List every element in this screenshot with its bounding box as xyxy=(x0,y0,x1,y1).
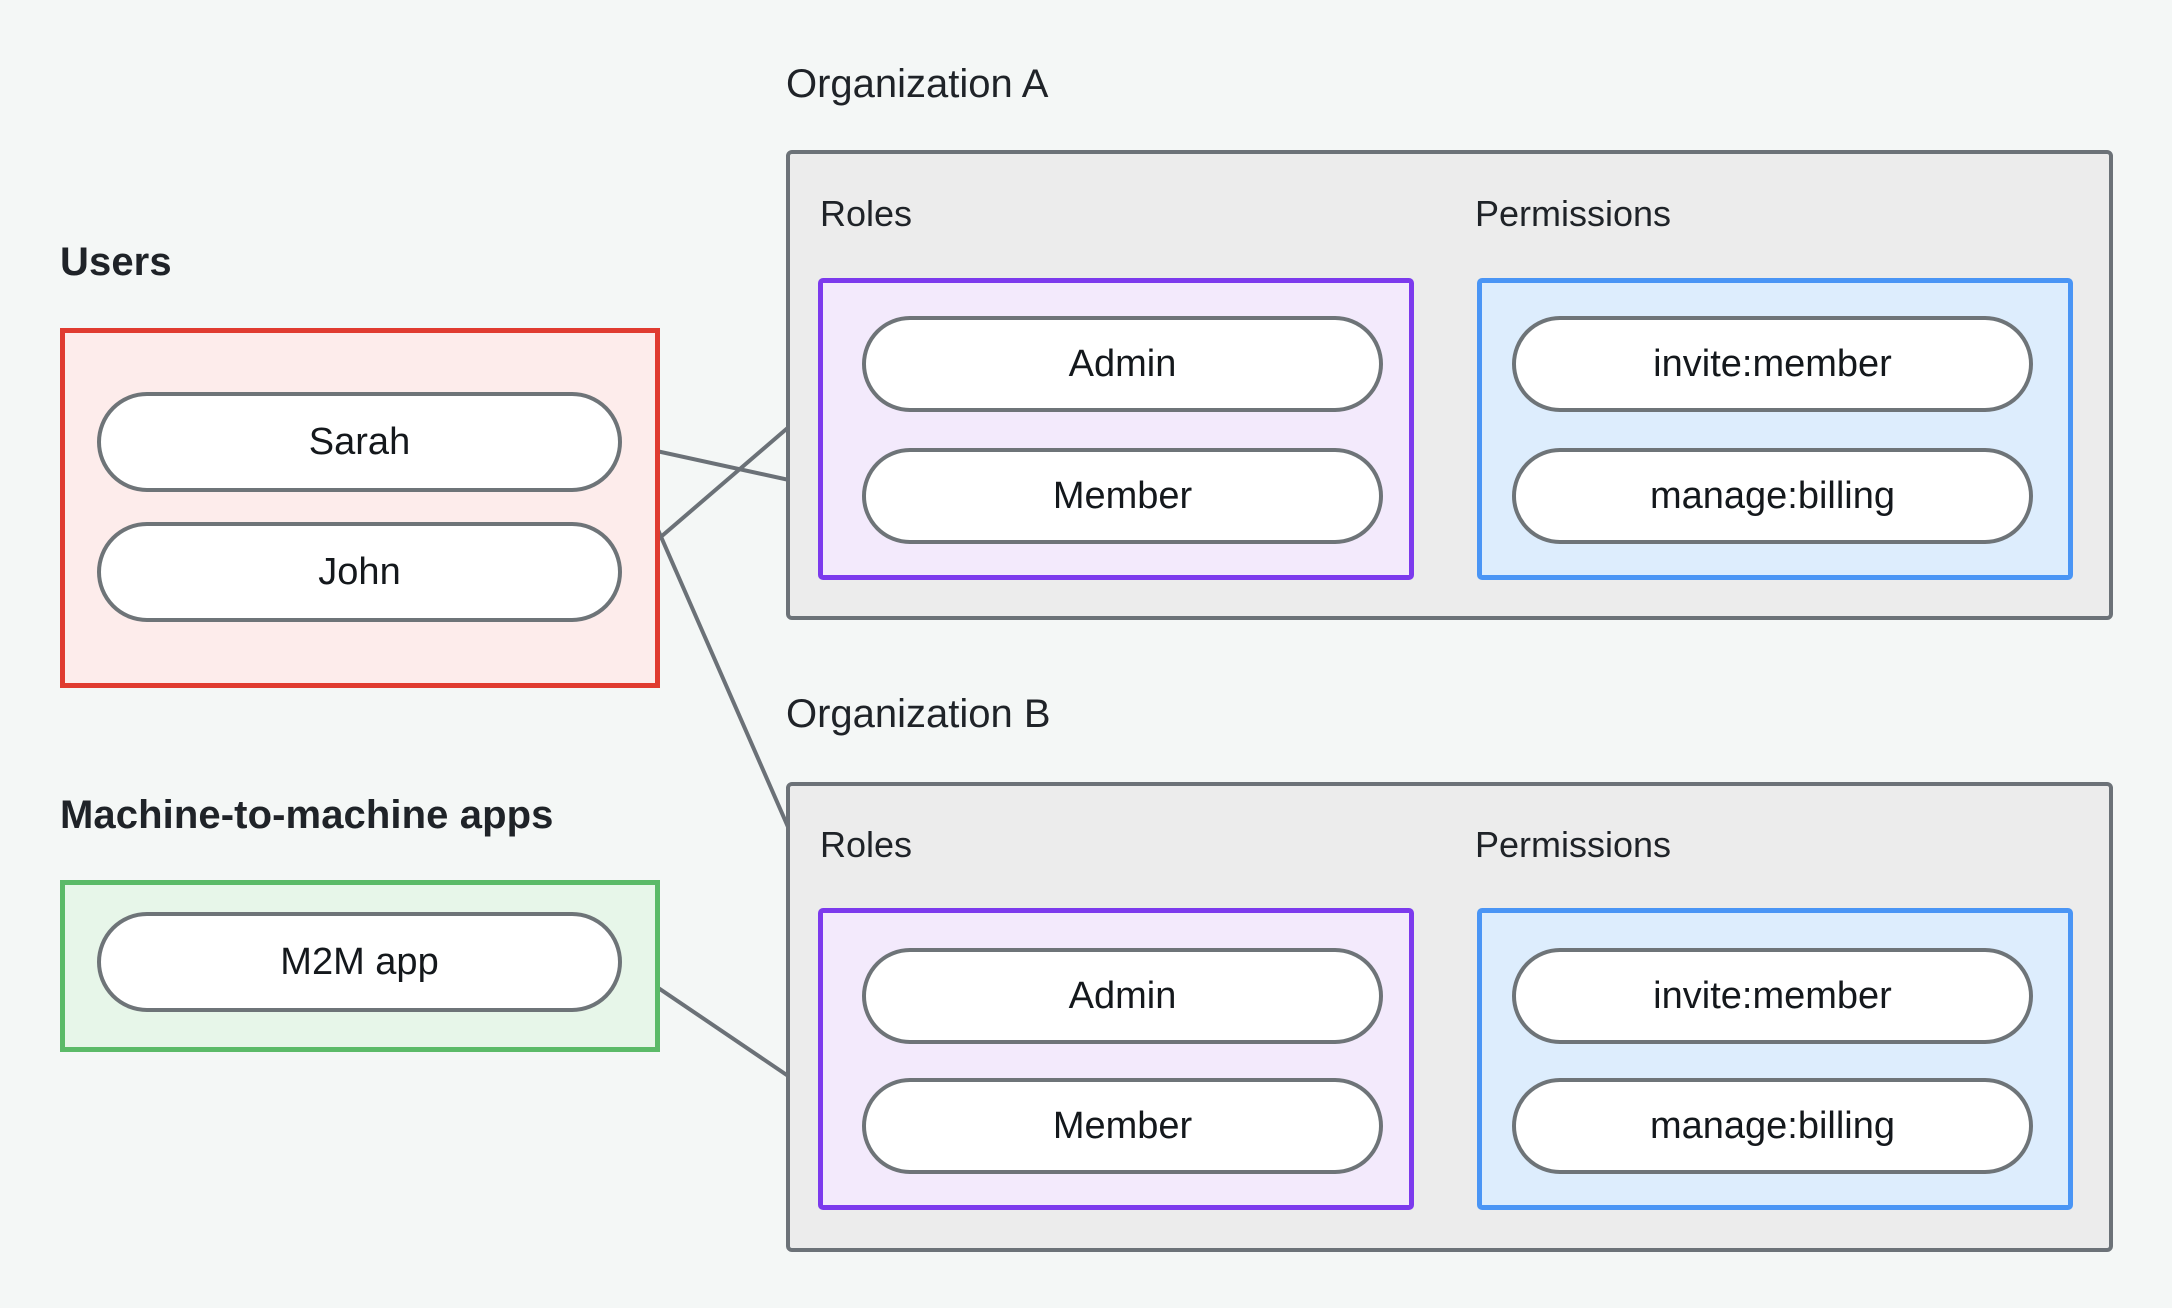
org-b-title: Organization B xyxy=(786,692,1051,736)
m2m-node-app-label: M2M app xyxy=(280,940,439,983)
m2m-section-title: Machine-to-machine apps xyxy=(60,793,554,837)
org-b-role-node-admin-label: Admin xyxy=(1068,974,1177,1017)
org-a-roles-label: Roles xyxy=(820,193,913,234)
org-a-permissions-label: Permissions xyxy=(1475,193,1672,234)
org-a-role-node-member[interactable]: Member xyxy=(862,448,1383,544)
org-a-permission-node-invite-member[interactable]: invite:member xyxy=(1512,316,2033,412)
org-a-permission-node-manage-billing[interactable]: manage:billing xyxy=(1512,448,2033,544)
org-b-role-node-member-label: Member xyxy=(1052,1104,1193,1147)
users-section-title: Users xyxy=(60,240,172,284)
org-b-permission-node-manage-billing-label: manage:billing xyxy=(1649,1104,1896,1147)
org-b-roles-label: Roles xyxy=(820,824,913,865)
org-b-permission-node-manage-billing[interactable]: manage:billing xyxy=(1512,1078,2033,1174)
user-node-sarah[interactable]: Sarah xyxy=(97,392,622,492)
users-container xyxy=(60,328,660,688)
org-b-permission-node-invite-member[interactable]: invite:member xyxy=(1512,948,2033,1044)
user-node-john[interactable]: John xyxy=(97,522,622,622)
user-node-john-label: John xyxy=(318,550,401,593)
org-a-role-node-admin-label: Admin xyxy=(1068,342,1177,385)
org-a-permission-node-invite-member-label: invite:member xyxy=(1653,342,1892,385)
org-b-role-node-member[interactable]: Member xyxy=(862,1078,1383,1174)
user-node-sarah-label: Sarah xyxy=(308,420,411,463)
org-a-title: Organization A xyxy=(786,62,1049,106)
org-b-permissions-label: Permissions xyxy=(1475,824,1672,865)
org-a-role-node-member-label: Member xyxy=(1052,474,1193,517)
org-a-permission-node-manage-billing-label: manage:billing xyxy=(1649,474,1896,517)
org-b-permission-node-invite-member-label: invite:member xyxy=(1653,974,1892,1017)
org-b-role-node-admin[interactable]: Admin xyxy=(862,948,1383,1044)
m2m-node-app[interactable]: M2M app xyxy=(97,912,622,1012)
org-a-role-node-admin[interactable]: Admin xyxy=(862,316,1383,412)
